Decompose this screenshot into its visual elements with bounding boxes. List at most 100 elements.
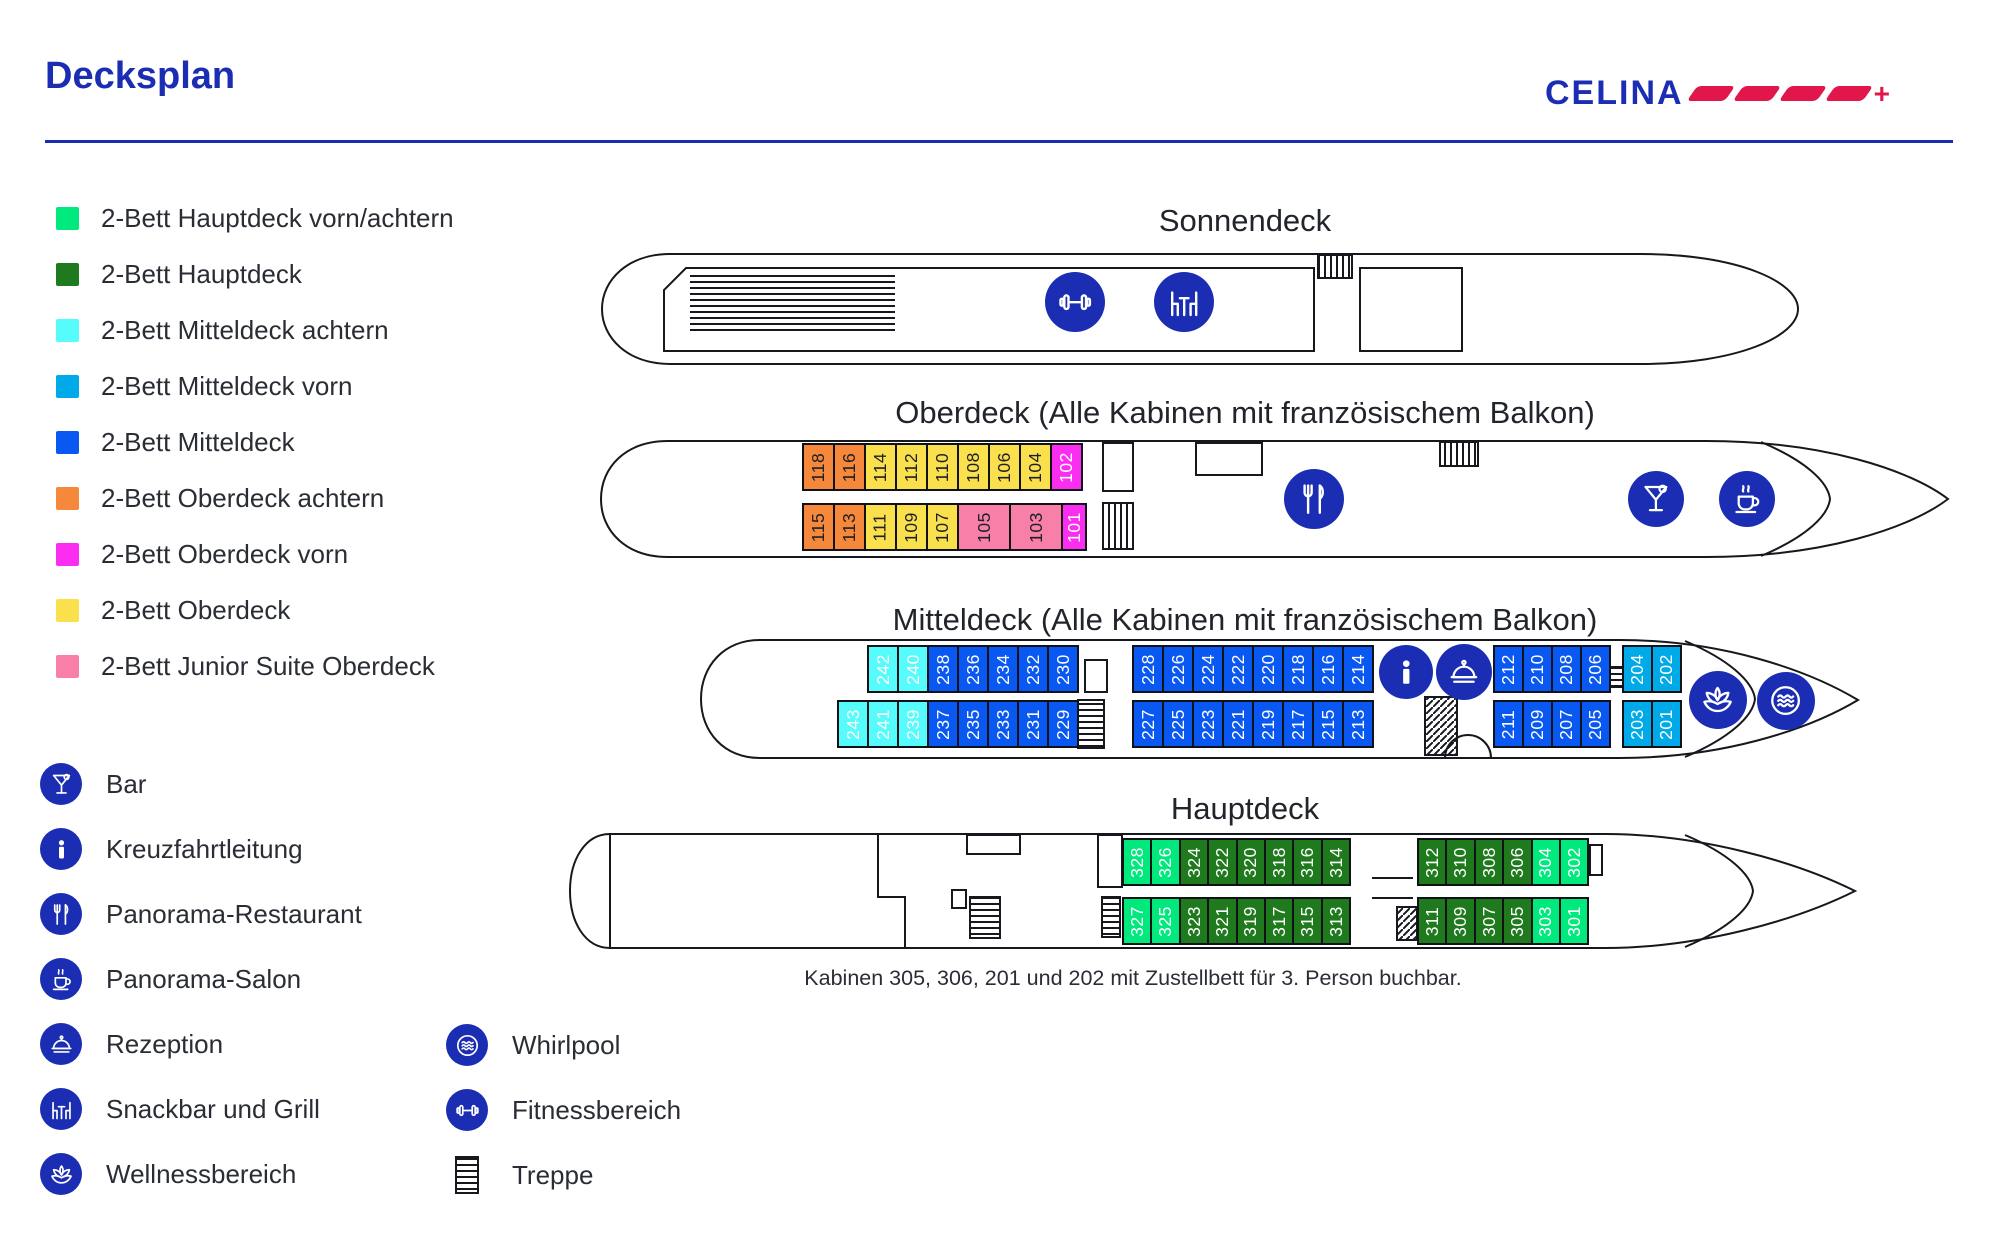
cabin-number: 223 <box>1197 708 1218 740</box>
cabin-number: 219 <box>1257 708 1278 740</box>
cabin-242: 242 <box>867 645 899 693</box>
brand-name: CELINA <box>1545 74 1684 112</box>
facility-label: Kreuzfahrtleitung <box>106 833 303 864</box>
cabin-228: 228 <box>1132 645 1164 693</box>
cabin-222: 222 <box>1222 645 1254 693</box>
cabin-236: 236 <box>957 645 989 693</box>
hauptdeck-title: Hauptdeck <box>1170 791 1320 826</box>
cabin-number: 113 <box>839 512 859 542</box>
legend-swatch-oa <box>56 487 79 510</box>
cabin-303: 303 <box>1530 897 1561 945</box>
cabin-number: 312 <box>1421 846 1442 878</box>
cabin-231: 231 <box>1017 700 1049 748</box>
cabin-204: 204 <box>1622 645 1653 693</box>
cabin-113: 113 <box>833 503 866 551</box>
cabin-legend-row: 2-Bett Junior Suite Oberdeck <box>56 651 454 681</box>
facility-legend-row: Rezeption <box>40 1023 362 1065</box>
legend-label: 2-Bett Mitteldeck <box>101 427 295 457</box>
fitness-icon <box>446 1089 488 1131</box>
cabin-number: 112 <box>901 452 921 482</box>
cabin-224: 224 <box>1192 645 1224 693</box>
brand-diamond-icon <box>1686 86 1735 101</box>
salon-icon <box>40 958 82 1000</box>
cabin-232: 232 <box>1017 645 1049 693</box>
cabin-301: 301 <box>1559 897 1590 945</box>
cabin-number: 311 <box>1421 906 1442 936</box>
cabin-311: 311 <box>1417 897 1448 945</box>
cabin-223: 223 <box>1192 700 1224 748</box>
cabin-number: 226 <box>1167 653 1188 685</box>
cabin-316: 316 <box>1292 838 1323 886</box>
cabin-legend-row: 2-Bett Mitteldeck achtern <box>56 315 454 345</box>
cabin-328: 328 <box>1122 838 1153 886</box>
cabin-208: 208 <box>1551 645 1582 693</box>
cabin-number: 318 <box>1268 846 1289 878</box>
rezeption-icon <box>40 1023 82 1065</box>
cabin-number: 238 <box>932 653 953 685</box>
cabin-number: 239 <box>902 708 923 740</box>
cabin-number: 115 <box>808 512 828 542</box>
cabin-number: 216 <box>1317 653 1338 685</box>
cabin-number: 306 <box>1506 846 1527 878</box>
cabin-number: 114 <box>870 452 890 482</box>
cabin-317: 317 <box>1264 897 1295 945</box>
cabin-307: 307 <box>1473 897 1505 945</box>
cabin-number: 234 <box>992 653 1013 685</box>
cabin-322: 322 <box>1207 838 1238 886</box>
cabin-number: 325 <box>1155 905 1176 937</box>
facility-label: Wellnessbereich <box>106 1158 297 1189</box>
cabin-number: 305 <box>1506 905 1527 937</box>
cabin-number: 319 <box>1240 905 1261 937</box>
cabin-number: 228 <box>1137 653 1158 685</box>
cabin-320: 320 <box>1235 838 1266 886</box>
cabin-102: 102 <box>1050 443 1083 491</box>
info-icon <box>40 828 82 870</box>
cabin-number: 229 <box>1052 708 1073 740</box>
cabin-number: 103 <box>1025 511 1046 543</box>
wellness-icon <box>40 1153 82 1195</box>
cabin-number: 208 <box>1556 653 1577 685</box>
cabin-number: 214 <box>1347 653 1368 685</box>
legend-label: 2-Bett Oberdeck <box>101 595 291 625</box>
cabin-number: 317 <box>1268 905 1289 937</box>
brand-diamond-icon <box>1824 86 1873 101</box>
cabin-number: 304 <box>1535 846 1556 878</box>
cabin-105: 105 <box>957 503 1011 551</box>
cabin-308: 308 <box>1473 838 1505 886</box>
cabin-number: 118 <box>808 452 828 482</box>
cabin-116: 116 <box>833 443 866 491</box>
cabin-number: 230 <box>1052 653 1073 685</box>
snackbar-icon <box>1154 272 1214 332</box>
cabin-number: 320 <box>1240 846 1261 878</box>
cabin-209: 209 <box>1522 700 1553 748</box>
cabin-number: 316 <box>1297 846 1318 878</box>
cabin-number: 105 <box>973 511 994 543</box>
cabin-number: 227 <box>1137 708 1158 740</box>
cabin-legend-row: 2-Bett Hauptdeck vorn/achtern <box>56 203 454 233</box>
cabin-219: 219 <box>1252 700 1284 748</box>
page-title: Decksplan <box>45 55 236 97</box>
cabin-number: 225 <box>1167 708 1188 740</box>
cabin-305: 305 <box>1502 897 1533 945</box>
legend-swatch-ob <box>56 599 79 622</box>
cabin-104: 104 <box>1019 443 1052 491</box>
cabin-238: 238 <box>927 645 959 693</box>
cabin-number: 209 <box>1527 708 1548 740</box>
cabin-108: 108 <box>957 443 990 491</box>
cabin-number: 313 <box>1325 905 1346 937</box>
whirlpool-icon <box>446 1024 488 1066</box>
cabin-number: 108 <box>963 451 984 483</box>
legend-swatch-h <box>56 263 79 286</box>
fitness-icon <box>1045 272 1105 332</box>
bar-icon <box>40 763 82 805</box>
facility-legend-row: Wellnessbereich <box>40 1153 362 1195</box>
cabin-number: 110 <box>932 452 952 482</box>
facility-label: Treppe <box>512 1159 594 1190</box>
sonnendeck-title: Sonnendeck <box>1158 203 1332 238</box>
facility-legend-row: Bar <box>40 763 362 805</box>
legend-swatch-hv <box>56 207 79 230</box>
cabin-legend-row: 2-Bett Hauptdeck <box>56 259 454 289</box>
cabin-number: 222 <box>1227 653 1248 685</box>
facility-legend-row: Treppe <box>446 1154 681 1196</box>
